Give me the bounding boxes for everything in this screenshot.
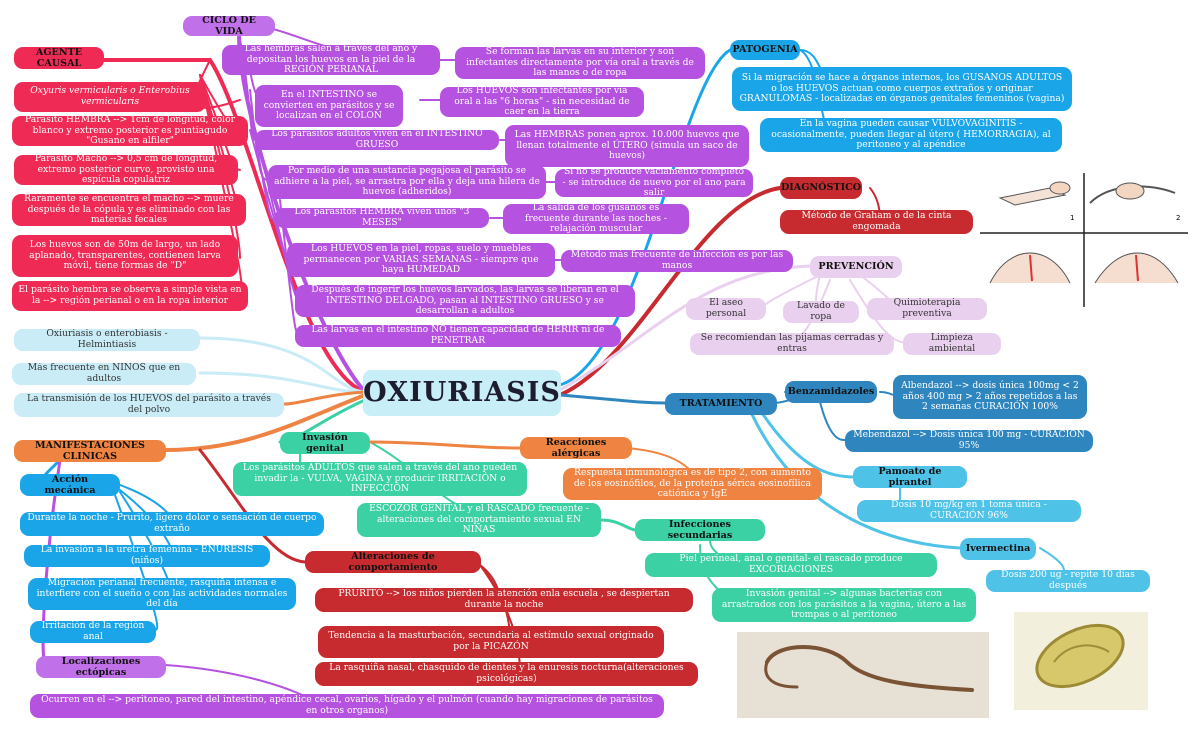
ectopicas-item: Ocurren en el --> peritoneo, pared del i…	[30, 694, 664, 718]
comportamiento-item: Tendencia a la masturbación, secundaria …	[318, 626, 664, 658]
infecciones-secundarias-header: Infecciones secundarias	[635, 519, 765, 541]
invasion-genital-item: ESCOZOR GENITAL y el RASCADO frecuente -…	[357, 503, 601, 537]
accion-mecanica-item: La invasión a la uretra femenina - ENURE…	[24, 545, 270, 567]
pamoato-item: Dosis 10 mg/kg en 1 toma única - CURACIÓ…	[857, 500, 1081, 522]
prevencion-item: El aseo personal	[686, 298, 766, 320]
ciclo-de-vida-header: CICLO DE VIDA	[183, 16, 275, 36]
general-item: Más frecuente en NIÑOS que en adultos	[12, 363, 196, 385]
prevencion-item: Lavado de ropa	[783, 301, 859, 323]
prevencion-header: PREVENCIÓN	[810, 256, 902, 278]
comportamiento-item: PRURITO --> los niños pierden la atenció…	[315, 588, 693, 612]
ciclo-item: Se forman las larvas en su interior y so…	[455, 47, 705, 79]
patogenia-header: PATOGENIA	[730, 40, 800, 60]
agente-causal-item: Parásito Macho --> 0,5 cm de longitud, e…	[14, 155, 238, 185]
graham-method-illustration: 1 2	[980, 173, 1188, 307]
localizaciones-ectopicas-header: Localizaciones ectópicas	[36, 656, 166, 678]
ivermectina-item: Dosis 200 ug - repite 10 días después	[986, 570, 1150, 592]
pamoato-header: Pamoato de pirantel	[853, 466, 967, 488]
patogenia-item: Si la migración se hace a órganos intern…	[732, 67, 1072, 111]
figure-label-1: 1	[1070, 214, 1074, 222]
prevencion-item: Se recomiendan las pijamas cerradas y en…	[690, 333, 894, 355]
mebendazol-item: Mebendazol --> Dosis única 100 mg - CURA…	[845, 430, 1093, 452]
patogenia-item: En la vagina pueden causar VULVOVAGINITI…	[760, 118, 1062, 152]
general-item: Oxiuriasis o enterobiasis - Helmintiasis	[14, 329, 200, 351]
alteraciones-comportamiento-header: Alteraciones de comportamiento	[305, 551, 481, 573]
accion-mecanica-item: Durante la noche - Prurito, ligero dolor…	[20, 512, 324, 536]
infecciones-item: Piel perineal, anal o genital- el rascad…	[645, 553, 937, 577]
agente-causal-item: Los huevos son de 50m de largo, un lado …	[12, 235, 238, 277]
ciclo-item: En el INTESTINO se convierten en parásit…	[255, 85, 403, 127]
reacciones-alergicas-header: Reacciones alérgicas	[520, 437, 632, 459]
albendazol-item: Albendazol --> dosis única 100mg < 2 año…	[893, 375, 1087, 419]
invasion-genital-item: Los parásitos ADULTOS que salen a través…	[233, 462, 527, 496]
worm-photo	[737, 632, 989, 718]
ciclo-item: Las hembras salen a través del ano y dep…	[222, 45, 440, 75]
agente-causal-item: Oxyuris vermicularis o Enterobius vermic…	[14, 82, 206, 112]
egg-photo	[1014, 612, 1148, 710]
ciclo-item: Las HEMBRAS ponen aprox. 10.000 huevos q…	[505, 125, 749, 167]
manifestaciones-header: MANIFESTACIONES CLINICAS	[14, 440, 166, 462]
agente-causal-header: AGENTE CAUSAL	[14, 47, 104, 69]
tratamiento-header: TRATAMIENTO	[665, 393, 777, 415]
benzimidazoles-header: Benzamidazoles	[785, 381, 877, 403]
prevencion-item: Quimioterapia preventiva	[867, 298, 987, 320]
central-title: OXIURIASIS	[363, 370, 561, 416]
invasion-genital-header: Invasión genital	[280, 432, 370, 454]
accion-mecanica-header: Acción mecánica	[20, 474, 120, 496]
ciclo-item: Después de ingerir los huevos larvados, …	[295, 285, 635, 317]
figure-label-2: 2	[1176, 214, 1180, 222]
comportamiento-item: La rasquiña nasal, chasquido de dientes …	[315, 662, 698, 686]
diagnostico-header: DIAGNÓSTICO	[780, 177, 862, 199]
ciclo-item: Los parásitos adultos viven en el INTEST…	[255, 130, 499, 150]
accion-mecanica-item: Migración perianal frecuente, rasquiña i…	[28, 578, 296, 610]
infecciones-item: Invasión genital --> algunas bacterias c…	[712, 588, 976, 622]
ciclo-item: Método más frecuente de infección es por…	[561, 250, 793, 272]
ciclo-item: Los HUEVOS son infectantes por vía oral …	[440, 87, 644, 117]
reacciones-item: Respuesta inmunológica es de tipo 2, con…	[563, 468, 822, 500]
ciclo-item: Las larvas en el intestino NO tienen cap…	[295, 325, 621, 347]
agente-causal-item: Parásito HEMBRA --> 1cm de longitud, col…	[12, 116, 248, 146]
agente-causal-item: El parásito hembra se observa a simple v…	[12, 281, 248, 311]
diagnostico-item: Método de Graham o de la cinta engomada	[780, 210, 973, 234]
ciclo-item: Si no se produce vaciamento completo - s…	[555, 169, 753, 197]
ciclo-item: Los parásitos HEMBRA viven unos "3 MESES…	[275, 208, 489, 228]
agente-causal-item: Raramente se encuentra el macho --> muer…	[12, 194, 246, 226]
ivermectina-header: Ivermectina	[960, 538, 1036, 560]
general-item: La transmisión de los HUEVOS del parásit…	[14, 393, 284, 417]
accion-mecanica-item: Irritación de la región anal	[30, 621, 156, 643]
ciclo-item: La salida de los gusanos es frecuente du…	[503, 204, 689, 234]
ciclo-item: Por medio de una sustancia pegajosa el p…	[268, 165, 546, 199]
ciclo-item: Los HUEVOS en la piel, ropas, suelo y mu…	[287, 243, 555, 277]
prevencion-item: Limpieza ambiental	[903, 333, 1001, 355]
